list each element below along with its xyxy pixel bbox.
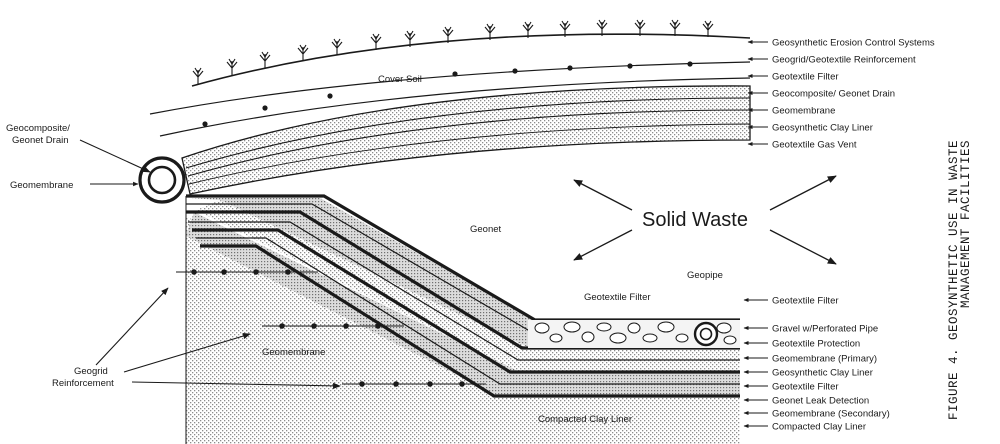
caption-line-1: FIGURE 4. GEOSYNTHETIC USE IN WASTE <box>947 140 961 420</box>
solid-waste-group: Solid Waste <box>573 175 837 265</box>
cover-layer-label: Geocomposite/ Geonet Drain <box>772 89 895 100</box>
geotextile-filter-cover-line <box>159 77 751 137</box>
geogrid-cover-line <box>149 61 751 115</box>
liner-layer-label: Geotextile Filter <box>772 296 839 307</box>
drain-pipe-inner <box>147 165 177 195</box>
caption-line-2: MANAGEMENT FACILITIES <box>959 140 973 308</box>
geonet-label: Geonet <box>470 224 502 235</box>
cover-soil-label: Cover Soil <box>378 74 422 85</box>
cover-geonet-line <box>185 97 751 169</box>
geotextile-filter-mid-label: Geotextile Filter <box>584 292 651 303</box>
solid-waste-label: Solid Waste <box>642 209 748 231</box>
geocomposite-left-line2: Geonet Drain <box>12 135 69 146</box>
compacted-clay-inner-label: Compacted Clay Liner <box>538 414 632 425</box>
geomembrane-secondary-line <box>192 228 740 374</box>
cover-barrier-band <box>181 85 751 195</box>
liner-layer-label: Geotextile Filter <box>772 382 839 393</box>
cover-gcl-line <box>188 123 751 185</box>
cover-layer-label: Geosynthetic Clay Liner <box>772 123 873 134</box>
liner-layer-label: Geomembrane (Secondary) <box>772 409 890 420</box>
liner-layer-label: Geomembrane (Primary) <box>772 354 877 365</box>
cover-system: Cover Soil <box>138 19 751 204</box>
cover-layer-label: Geotextile Gas Vent <box>772 140 857 151</box>
geotextile-cover-nodes <box>202 93 333 127</box>
liner-system: Geonet Geomembrane Compacted Clay Liner … <box>176 194 740 444</box>
geomembrane-left-label: Geomembrane <box>10 180 73 191</box>
liner-layer-label: Gravel w/Perforated Pipe <box>772 324 878 335</box>
geopipe-label: Geopipe <box>687 270 723 281</box>
liner-layer-label: Geonet Leak Detection <box>772 396 869 407</box>
erosion-control-surface <box>191 33 751 87</box>
geogrid-cover-nodes <box>452 61 693 77</box>
geomembrane-bottom-line <box>200 244 740 398</box>
leak-detection-zone <box>186 212 740 396</box>
liner-layer-label: Compacted Clay Liner <box>772 422 866 433</box>
figure-caption: FIGURE 4. GEOSYNTHETIC USE IN WASTE MANA… <box>947 140 973 420</box>
cover-geomembrane-line <box>187 109 751 177</box>
cover-layer-labels: Geosynthetic Erosion Control SystemsGeog… <box>747 38 935 151</box>
vegetation-icons <box>192 19 714 84</box>
geonet-leak-line <box>196 237 740 385</box>
cover-layer-label: Geomembrane <box>772 106 835 117</box>
geopipe-inner <box>699 327 713 341</box>
gravel-layer <box>528 320 740 348</box>
geogrid-left-line1: Geogrid <box>74 366 108 377</box>
protection-zone <box>196 200 740 372</box>
cover-layer-label: Geotextile Filter <box>772 72 839 83</box>
cover-layer-label: Geogrid/Geotextile Reinforcement <box>772 55 916 66</box>
geogrid-reinforcement-lines <box>176 269 486 387</box>
cover-layer-label: Geosynthetic Erosion Control Systems <box>772 38 935 49</box>
compacted-clay-body <box>186 216 740 444</box>
liner-layer-label: Geosynthetic Clay Liner <box>772 368 873 379</box>
geocomposite-left-line1: Geocomposite/ <box>6 123 70 134</box>
geogrid-left-line2: Reinforcement <box>52 378 114 389</box>
left-labels: Geocomposite/ Geonet Drain Geomembrane G… <box>6 123 341 389</box>
gcl-line <box>188 221 740 361</box>
liner-layer-label: Geotextile Protection <box>772 339 860 350</box>
geonet-band <box>190 198 740 348</box>
geomembrane-mid-label: Geomembrane <box>262 347 325 358</box>
